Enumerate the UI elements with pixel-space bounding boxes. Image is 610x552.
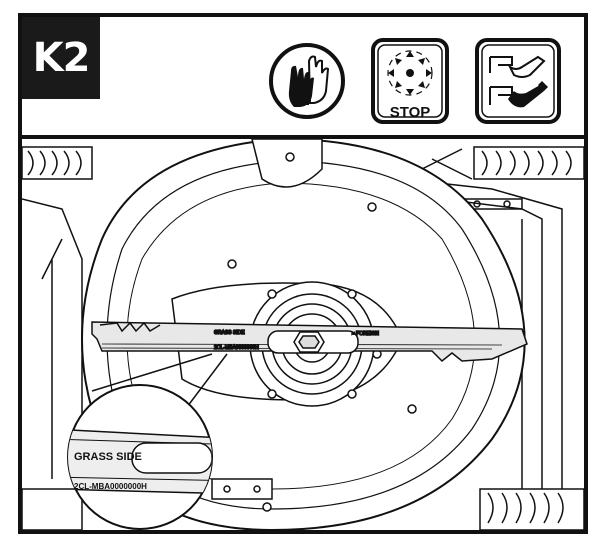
front-wheel-left bbox=[22, 488, 83, 530]
front-wheel-right bbox=[479, 488, 584, 530]
callout-grass-side: GRASS SIDE bbox=[74, 451, 142, 463]
gloves-icon bbox=[267, 41, 347, 121]
remove-key-icon bbox=[474, 37, 562, 125]
deck-top-lobe bbox=[251, 139, 323, 188]
blade-stop-icon: STOP bbox=[370, 37, 450, 125]
callout-leader bbox=[91, 353, 228, 408]
stop-label: STOP bbox=[389, 104, 431, 121]
blade-side-label: GRASS SIDE bbox=[214, 330, 245, 336]
mower-blade: GRASS SIDE 2CL-MBA0000000H ≈ FOREIGN bbox=[91, 321, 528, 363]
header-bar: K2 STOP bbox=[22, 17, 584, 139]
callout-part-number: 2CL-MBA0000000H bbox=[74, 482, 147, 491]
step-badge: K2 bbox=[22, 17, 100, 99]
rear-wheel-right bbox=[473, 146, 584, 180]
mower-underside-illustration: GRASS SIDE 2CL-MBA0000000H ≈ FOREIGN bbox=[22, 139, 584, 530]
blade-small-text: ≈ FOREIGN bbox=[352, 331, 379, 337]
blade-marking: 2CL-MBA0000000H bbox=[214, 345, 259, 351]
deck-bottom-plate bbox=[211, 202, 377, 512]
rear-wheel-left bbox=[22, 146, 93, 180]
illustration-frame: K2 STOP bbox=[18, 13, 588, 534]
